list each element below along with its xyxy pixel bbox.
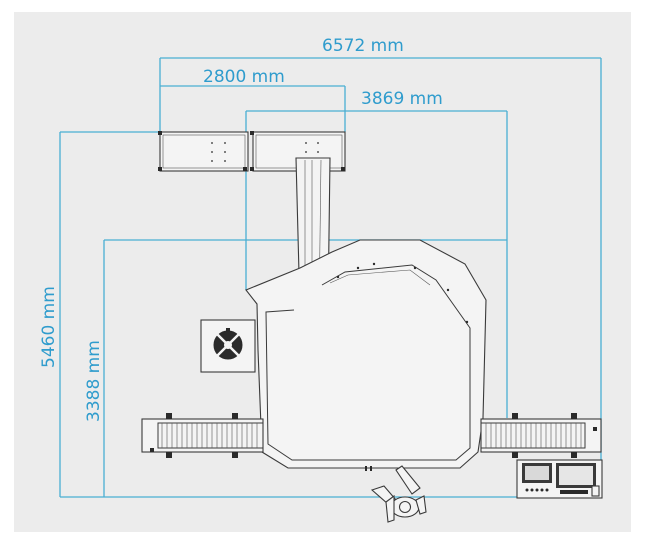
conveyor-left [141,413,264,458]
dimension-left-width: 2800 mm [160,67,346,132]
label-middle-width: 3869 mm [361,89,443,109]
label-inner-depth: 3388 mm [84,340,104,422]
label-total-width: 6572 mm [322,36,404,56]
label-left-width: 2800 mm [203,67,285,87]
control-station [516,459,603,499]
conveyor-right [480,413,602,458]
dimension-total-width: 6572 mm [159,36,602,478]
machine-body [245,239,487,471]
top-cabinet-left [158,131,249,172]
dimension-middle-width: 3869 mm [245,89,508,418]
operator-figure [370,465,427,523]
fan-unit [200,319,256,373]
dimension-total-depth: 5460 mm [39,131,520,498]
label-total-depth: 5460 mm [39,286,59,368]
